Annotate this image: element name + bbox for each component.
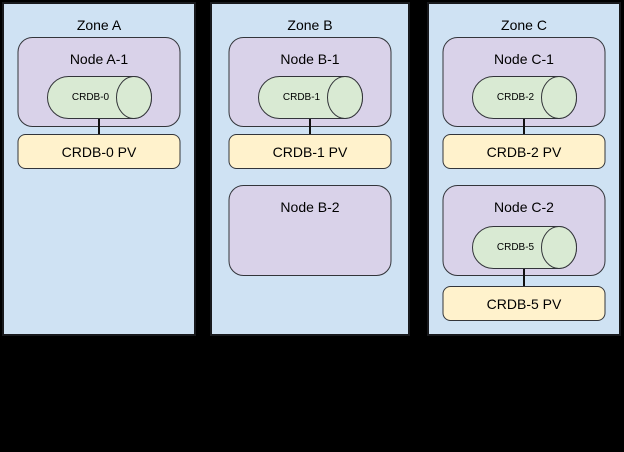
node-a1: Node A-1 CRDB-0: [17, 37, 181, 127]
database-cylinder-icon: [46, 76, 152, 119]
connector-node-a1-to-pv: [98, 119, 100, 134]
pv-crdb-0-label: CRDB-0 PV: [61, 143, 137, 160]
node-a1-title: Node A-1: [69, 51, 129, 67]
connector-node-c1-to-pv: [523, 119, 525, 134]
connector-node-c2-to-pv: [523, 269, 525, 286]
pv-crdb-2-label: CRDB-2 PV: [486, 143, 562, 160]
zone-a: Zone A Node A-1 CRDB-0 CRDB-0 PV: [2, 2, 196, 336]
crdb-2-database-cylinder: CRDB-2: [471, 76, 577, 119]
crdb-1-label: CRDB-1: [282, 92, 321, 103]
pv-crdb-1: CRDB-1 PV: [228, 134, 392, 169]
crdb-5-label: CRDB-5: [496, 242, 535, 253]
crdb-2-label: CRDB-2: [496, 92, 535, 103]
zone-c: Zone C Node C-1 CRDB-2 CRDB-2 PV Node C-…: [427, 2, 621, 336]
pv-crdb-2: CRDB-2 PV: [442, 134, 606, 169]
zone-c-title: Zone C: [501, 17, 547, 33]
crdb-0-database-cylinder: CRDB-0: [46, 76, 152, 119]
node-b2: Node B-2: [228, 185, 392, 276]
pv-crdb-0: CRDB-0 PV: [17, 134, 181, 169]
node-c1-title: Node C-1: [494, 51, 554, 67]
node-b2-title: Node B-2: [280, 199, 340, 215]
zone-a-title: Zone A: [76, 17, 122, 33]
node-c2: Node C-2 CRDB-5: [442, 185, 606, 276]
zone-b: Zone B Node B-1 CRDB-1 CRDB-1 PV Node B-…: [210, 2, 410, 336]
pv-crdb-5: CRDB-5 PV: [442, 286, 606, 321]
database-cylinder-icon: [257, 76, 363, 119]
node-c1: Node C-1 CRDB-2: [442, 37, 606, 127]
crdb-0-label: CRDB-0: [71, 92, 110, 103]
database-cylinder-icon: [471, 76, 577, 119]
zone-b-title: Zone B: [287, 17, 333, 33]
database-cylinder-icon: [471, 226, 577, 269]
pv-crdb-5-label: CRDB-5 PV: [486, 295, 562, 312]
node-b1-title: Node B-1: [280, 51, 340, 67]
pv-crdb-1-label: CRDB-1 PV: [272, 143, 348, 160]
crdb-1-database-cylinder: CRDB-1: [257, 76, 363, 119]
connector-node-b1-to-pv: [309, 119, 311, 134]
crdb-5-database-cylinder: CRDB-5: [471, 226, 577, 269]
node-c2-title: Node C-2: [494, 199, 554, 215]
node-b1: Node B-1 CRDB-1: [228, 37, 392, 127]
